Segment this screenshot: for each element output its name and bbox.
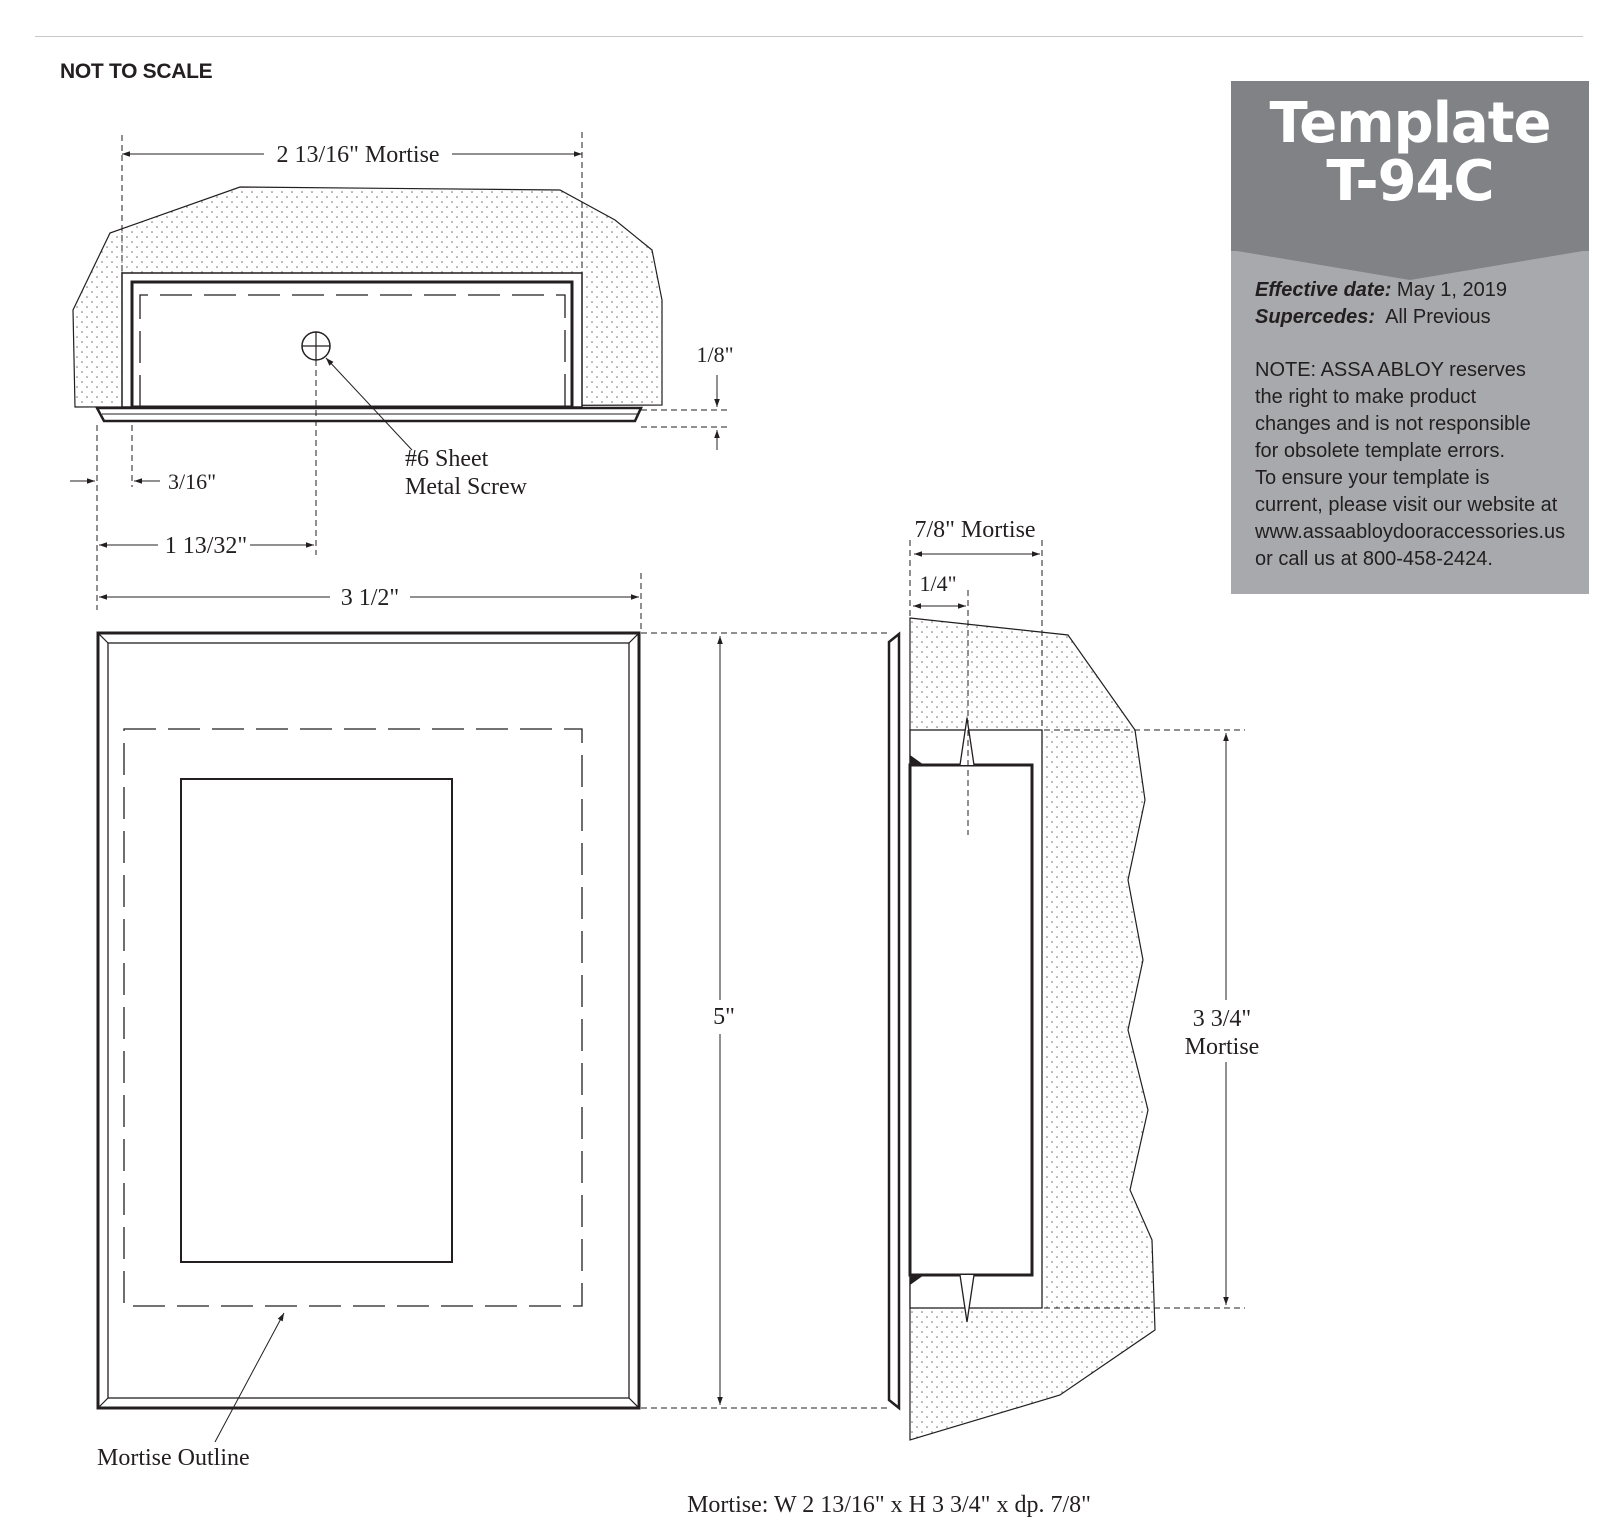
effective-date-label: Effective date:: [1255, 279, 1392, 301]
note-line: the right to make product: [1255, 386, 1477, 408]
note-line: current, please visit our website at: [1255, 494, 1558, 516]
overall-width-label: 3 1/2": [341, 585, 399, 611]
template-number: T-94C: [1326, 149, 1494, 214]
note-line: To ensure your template is: [1255, 467, 1490, 489]
note-line: www.assaabloydooraccessories.us: [1255, 521, 1566, 543]
template-title-header: Template T-94C: [1231, 81, 1589, 251]
mortise-summary: Mortise: W 2 13/16" x H 3 3/4" x dp. 7/8…: [687, 1492, 1091, 1518]
mortise-outline-label: Mortise Outline: [97, 1445, 250, 1471]
effective-date-row: Effective date: May 1, 2019: [1255, 277, 1585, 304]
screw-hole-icon: [301, 331, 331, 361]
side-mortise-depth-label: 7/8" Mortise: [914, 517, 1035, 543]
housing-top: [130, 280, 574, 409]
front-view: Mortise Outline 5": [96, 631, 890, 1471]
scale-note: NOT TO SCALE: [60, 60, 213, 83]
spring-clip-top: [959, 717, 975, 766]
flange-thickness-label: 1/8": [696, 342, 733, 367]
screw-label-line2: Metal Screw: [405, 474, 528, 500]
effective-date-value: May 1, 2019: [1396, 279, 1507, 301]
housing-side: [908, 763, 1034, 1277]
supercedes-label: Supercedes:: [1255, 306, 1376, 328]
flange-offset-label: 3/16": [168, 469, 216, 494]
top-mortise-width-label: 2 13/16" Mortise: [276, 142, 439, 168]
mortise-height-label-2: Mortise: [1185, 1034, 1260, 1060]
template-header-arrow: [1231, 250, 1589, 280]
note-line: or call us at 800-458-2424.: [1255, 548, 1493, 570]
side-view: 7/8" Mortise 1/4" 3 3/4" Mortise: [887, 517, 1260, 1441]
faceplate-side: [887, 631, 901, 1411]
screw-label-line1: #6 Sheet: [405, 446, 489, 472]
template-details: Effective date: May 1, 2019 Supercedes: …: [1255, 277, 1585, 573]
template-title-word: Template: [1269, 91, 1552, 156]
housing-inner-dash: [139, 294, 566, 407]
overall-height-label: 5": [713, 1004, 735, 1030]
screw-offset-label: 1 13/32": [165, 533, 247, 559]
mortise-outline-dashed: [123, 728, 583, 1307]
supercedes-value: All Previous: [1385, 306, 1491, 328]
top-view: 2 13/16" Mortise 1/8" #6 Sheet Metal Scr…: [70, 132, 734, 630]
mortise-height-label: 3 3/4": [1193, 1006, 1251, 1032]
spring-clip-bottom: [959, 1274, 975, 1323]
note-line: changes and is not responsible: [1255, 413, 1531, 435]
note-line: for obsolete template errors.: [1255, 440, 1506, 462]
window-opening: [180, 778, 453, 1263]
top-divider: [35, 36, 1583, 37]
supercedes-row: Supercedes: All Previous: [1255, 304, 1585, 331]
disclaimer-note: NOTE: ASSA ABLOY reserves the right to m…: [1255, 357, 1585, 573]
note-line: NOTE: ASSA ABLOY reserves: [1255, 359, 1526, 381]
template-title: Template T-94C: [1231, 95, 1589, 211]
template-info-panel: Template T-94C Effective date: May 1, 20…: [1231, 81, 1589, 594]
side-inset-label: 1/4": [919, 571, 956, 596]
